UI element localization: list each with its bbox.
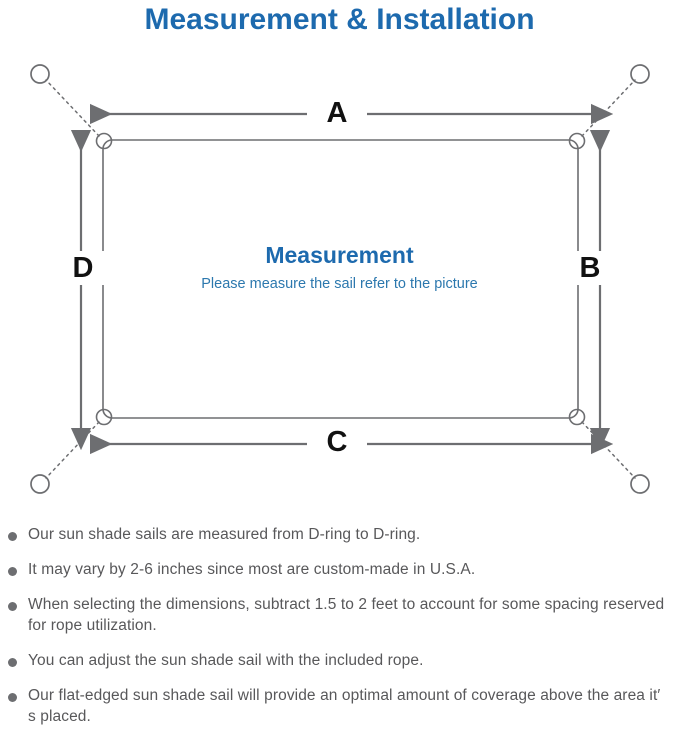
- dimension-label-b: B: [565, 251, 615, 285]
- dimension-label-d: D: [58, 251, 108, 285]
- rope-bottom-left: [45, 421, 100, 479]
- list-item: When selecting the dimensions, subtract …: [0, 594, 679, 636]
- d-ring-top-right: [568, 132, 586, 150]
- bullet-icon: [8, 532, 17, 541]
- list-item: It may vary by 2-6 inches since most are…: [0, 559, 679, 580]
- d-ring-bottom-left: [95, 408, 113, 426]
- sail-measurement-sublabel: Please measure the sail refer to the pic…: [201, 276, 478, 292]
- sail-measurement-label: Measurement: [265, 242, 414, 268]
- anchor-ring-bottom-left: [30, 474, 50, 494]
- notes-list: Our sun shade sails are measured from D-…: [0, 524, 679, 741]
- page-title: Measurement & Installation: [144, 3, 535, 36]
- rope-top-left: [45, 79, 100, 137]
- d-ring-bottom-right: [568, 408, 586, 426]
- note-text: It may vary by 2-6 inches since most are…: [28, 561, 476, 578]
- note-text: Our flat-edged sun shade sail will provi…: [28, 687, 661, 725]
- list-item: You can adjust the sun shade sail with t…: [0, 650, 679, 671]
- bullet-icon: [8, 602, 17, 611]
- note-text: Our sun shade sails are measured from D-…: [28, 526, 421, 543]
- anchor-rings: [30, 64, 650, 494]
- sail-diagram: Measurement Please measure the sail refe…: [0, 44, 679, 514]
- list-item: Our sun shade sails are measured from D-…: [0, 524, 679, 545]
- d-ring-top-left: [95, 132, 113, 150]
- bullet-icon: [8, 658, 17, 667]
- rope-top-right: [581, 79, 636, 137]
- dimension-label-c: C: [307, 425, 367, 459]
- anchor-ring-top-right: [630, 64, 650, 84]
- note-text: When selecting the dimensions, subtract …: [28, 596, 665, 634]
- list-item: Our flat-edged sun shade sail will provi…: [0, 685, 679, 727]
- anchor-ring-bottom-right: [630, 474, 650, 494]
- dimension-label-a: A: [307, 96, 367, 130]
- anchor-ring-top-left: [30, 64, 50, 84]
- note-text: You can adjust the sun shade sail with t…: [28, 652, 424, 669]
- bullet-icon: [8, 567, 17, 576]
- rope-bottom-right: [581, 421, 636, 479]
- bullet-icon: [8, 693, 17, 702]
